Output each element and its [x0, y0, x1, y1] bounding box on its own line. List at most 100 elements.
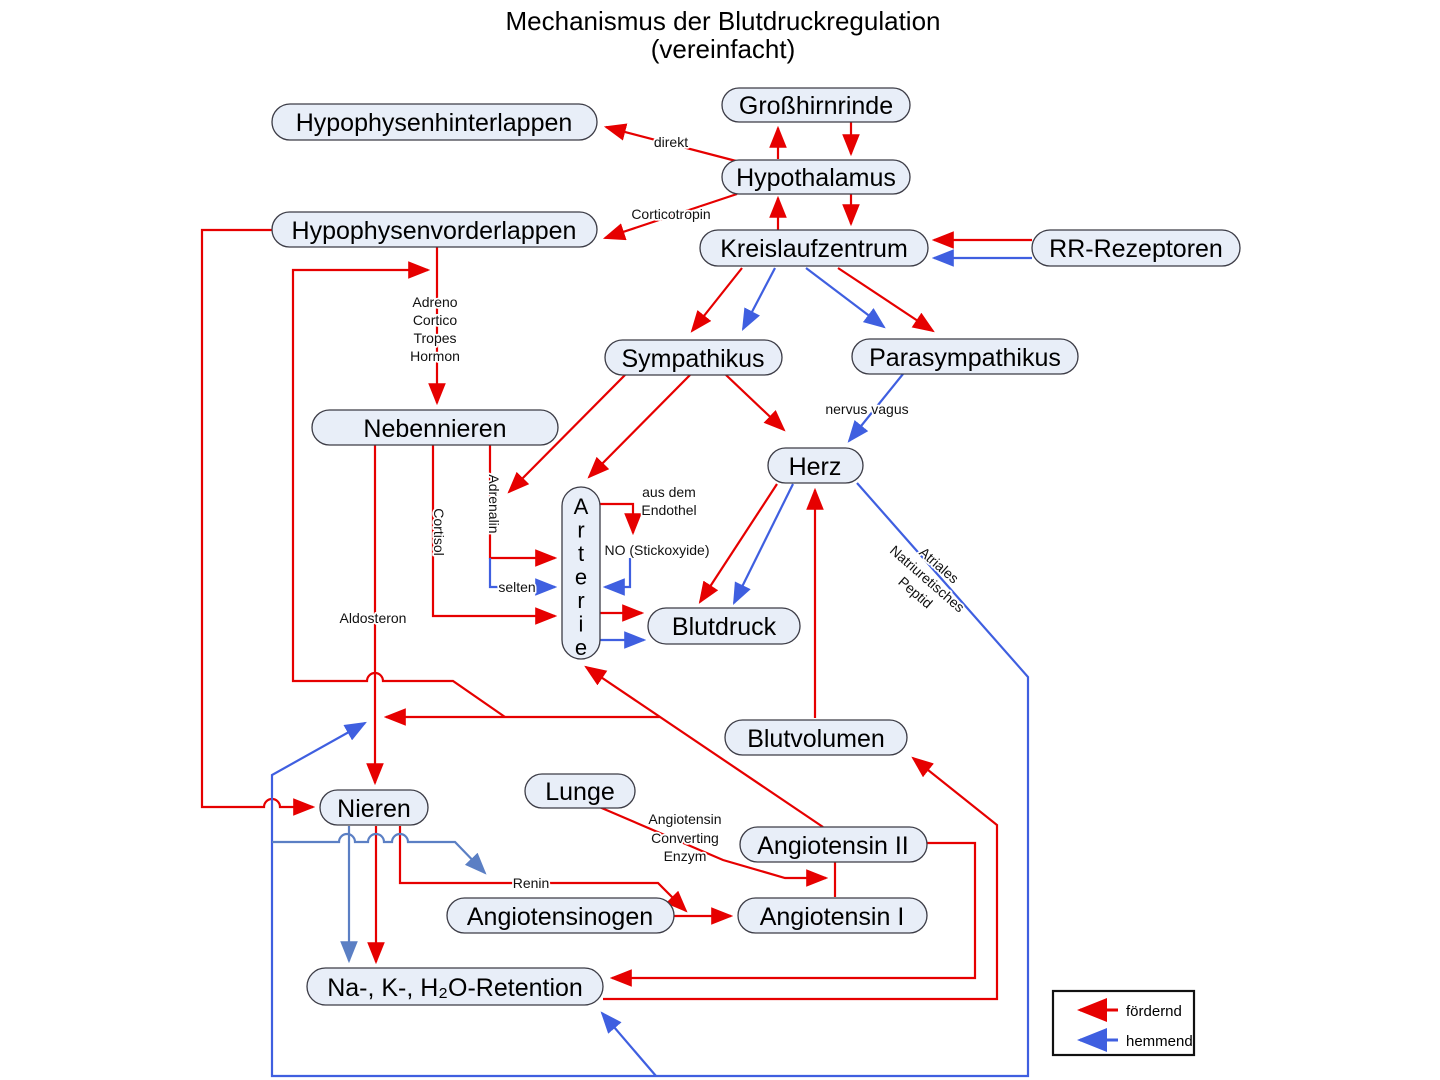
label-acth-2: Cortico	[413, 312, 458, 328]
edge-sympathikus-nebennieren	[507, 374, 626, 494]
edge-hypothalamus-hypophysenvorderlappen-corticotropin	[602, 192, 738, 241]
legend-foerdernd-label: fördernd	[1126, 1003, 1182, 1020]
edge-feedback-acth-line	[291, 261, 506, 718]
node-parasympathikus-shape	[851, 338, 1079, 375]
edge-arterie-no-endothel	[600, 502, 642, 536]
edge-herz-blutdruck-red	[698, 483, 778, 604]
node-sympathikus: Sympathikus	[604, 339, 783, 376]
edge-anp-renin-inhibit	[272, 832, 487, 875]
edge-parasympathikus-herz-nervus-vagus	[847, 373, 904, 443]
node-lunge: Lunge	[524, 773, 636, 809]
node-hypophysenvorderlappen: Hypophysenvorderlappen	[271, 211, 598, 248]
edge-retention-blutvolumen	[603, 756, 999, 1001]
node-hypophysenhinterlappen: Hypophysenhinterlappen	[271, 103, 598, 141]
edges-hemmend	[270, 249, 1032, 1078]
node-angiotensinogen: Angiotensinogen	[446, 897, 675, 934]
diagram-title-line2: (vereinfacht)	[651, 34, 796, 64]
edge-sympathikus-arterie	[587, 374, 691, 479]
edge-herz-anp-loop	[270, 482, 1030, 1078]
edge-kreislaufzentrum-sympathikus-blue	[741, 267, 776, 331]
node-herz: Herz	[767, 447, 864, 484]
label-acth-4: Hormon	[410, 348, 460, 364]
label-endothel-2: Endothel	[641, 502, 696, 518]
node-angiotensinogen-shape	[446, 897, 675, 934]
node-blutdruck-shape	[647, 607, 801, 645]
node-blutvolumen-shape	[724, 719, 908, 756]
node-angiotensin1-label: Angiotensin I	[760, 903, 905, 931]
edge-herz-blutdruck-blue	[733, 483, 794, 605]
node-angiotensin2-label: Angiotensin II	[757, 832, 909, 860]
node-rr-rezeptoren-shape	[1031, 229, 1241, 267]
edge-kreislaufzentrum-sympathikus-red	[690, 267, 743, 333]
label-ace-3: Enzym	[664, 848, 707, 864]
node-rr-rezeptoren: RR-Rezeptoren	[1031, 229, 1241, 267]
node-angiotensin2-shape	[739, 826, 928, 863]
node-blutdruck-label: Blutdruck	[672, 613, 777, 641]
label-adrenalin: Adrenalin	[486, 474, 502, 533]
node-herz-label: Herz	[789, 453, 842, 481]
node-lunge-shape	[524, 773, 636, 809]
node-nebennieren: Nebennieren	[311, 409, 559, 446]
node-kreislaufzentrum-label: Kreislaufzentrum	[720, 235, 908, 263]
edge-sympathikus-herz	[725, 374, 786, 432]
edge-nebennieren-arterie-cortisol	[431, 445, 558, 625]
node-hypophysenvorderlappen-label: Hypophysenvorderlappen	[292, 217, 577, 245]
node-hypophysenvorderlappen-shape	[271, 211, 598, 248]
edge-anp-retention-inhibit	[600, 1011, 657, 1077]
node-retention-label: Na-, K-, H₂O-Retention	[327, 974, 583, 1002]
node-hypophysenhinterlappen-label: Hypophysenhinterlappen	[296, 109, 573, 137]
node-sympathikus-label: Sympathikus	[621, 345, 764, 373]
node-angiotensin1-shape	[737, 897, 928, 934]
node-parasympathikus-label: Parasympathikus	[869, 344, 1061, 372]
node-hypothalamus: Hypothalamus	[721, 159, 911, 195]
label-nervus-vagus: nervus vagus	[825, 401, 908, 417]
node-nieren: Nieren	[319, 789, 429, 826]
edge-no-arterie	[602, 558, 632, 596]
label-selten: selten	[498, 579, 535, 595]
label-corticotropin: Corticotropin	[631, 206, 710, 222]
node-nebennieren-shape	[311, 409, 559, 446]
edge-adrenalin-arterie-selten	[488, 558, 558, 596]
node-grosshirnrinde-shape	[721, 87, 911, 123]
node-hypophysenhinterlappen-shape	[271, 103, 598, 141]
node-arterie-shape	[561, 486, 601, 660]
node-blutvolumen-label: Blutvolumen	[747, 725, 885, 753]
legend-box	[1051, 989, 1196, 1057]
edge-kreislaufzentrum-parasympathikus-red	[837, 267, 935, 333]
node-nieren-label: Nieren	[337, 795, 411, 823]
diagram-title-line1: Mechanismus der Blutdruckregulation	[506, 6, 941, 36]
node-sympathikus-shape	[604, 339, 783, 376]
node-hypothalamus-shape	[721, 159, 911, 195]
edge-hypophysenvorderlappen-nieren	[200, 228, 316, 816]
legend: fördernd hemmend	[1051, 989, 1196, 1057]
label-no-stickoxyide: NO (Stickoxyide)	[604, 542, 709, 558]
node-angiotensin1: Angiotensin I	[737, 897, 928, 934]
label-aldosteron: Aldosteron	[340, 610, 407, 626]
node-grosshirnrinde-label: Großhirnrinde	[739, 92, 893, 120]
edge-nieren-renin-conversion	[398, 826, 688, 913]
node-angiotensinogen-label: Angiotensinogen	[467, 903, 653, 931]
label-acth-3: Tropes	[413, 330, 456, 346]
node-retention-shape	[306, 967, 604, 1006]
edge-angiotensin2-retention	[609, 841, 977, 987]
node-kreislaufzentrum-shape	[699, 229, 929, 267]
label-anp-group: Atriales Natriuretisches Peptid	[885, 540, 969, 617]
legend-hemmend-label: hemmend	[1126, 1033, 1193, 1050]
node-rr-rezeptoren-label: RR-Rezeptoren	[1049, 235, 1223, 263]
node-blutvolumen: Blutvolumen	[724, 719, 908, 756]
node-parasympathikus: Parasympathikus	[851, 338, 1079, 375]
edge-kreislaufzentrum-parasympathikus-blue	[805, 267, 886, 329]
node-retention: Na-, K-, H₂O-Retention	[306, 967, 604, 1006]
node-nieren-shape	[319, 789, 429, 826]
edge-lunge-ace-conversion	[596, 804, 829, 887]
node-herz-shape	[767, 447, 864, 484]
label-cortisol: Cortisol	[431, 508, 447, 555]
node-nebennieren-label: Nebennieren	[363, 415, 506, 443]
node-grosshirnrinde: Großhirnrinde	[721, 87, 911, 123]
node-blutdruck: Blutdruck	[647, 607, 801, 645]
node-angiotensin2: Angiotensin II	[739, 826, 928, 863]
